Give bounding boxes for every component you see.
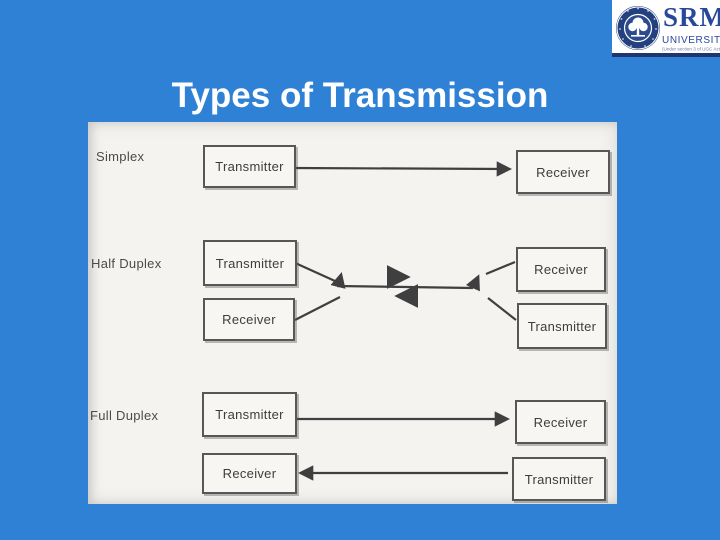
simplex-arrow xyxy=(291,161,513,177)
box-full-duplex-transmitter-right: Transmitter xyxy=(512,457,606,501)
row-label-full-duplex: Full Duplex xyxy=(90,408,159,423)
box-simplex-transmitter: Transmitter xyxy=(203,145,296,188)
box-half-duplex-transmitter-left: Transmitter xyxy=(203,240,297,286)
box-full-duplex-receiver-right: Receiver xyxy=(515,400,606,444)
half-duplex-left-switch-arrow xyxy=(330,272,346,289)
box-full-duplex-transmitter-left: Transmitter xyxy=(202,392,297,437)
box-half-duplex-receiver-left: Receiver xyxy=(203,298,295,341)
slide-title: Types of Transmission xyxy=(171,76,549,115)
box-full-duplex-receiver-left: Receiver xyxy=(202,453,297,494)
half-duplex-right-bottom-wire xyxy=(487,297,517,321)
row-label-half-duplex: Half Duplex xyxy=(91,256,162,271)
tree-seal-icon xyxy=(615,3,661,58)
logo-subtitle: UNIVERSITY xyxy=(662,35,720,46)
box-half-duplex-transmitter-right: Transmitter xyxy=(517,303,607,349)
half-duplex-right-top-wire xyxy=(485,260,516,276)
logo-bottom-bar xyxy=(612,53,720,57)
row-label-simplex: Simplex xyxy=(96,149,145,164)
logo-tagline: (Under section 3 of UGC Act 1956) xyxy=(662,47,720,53)
half-duplex-channel xyxy=(336,284,474,290)
half-duplex-left-bottom-wire xyxy=(294,296,341,321)
box-half-duplex-receiver-right: Receiver xyxy=(516,247,606,292)
half-duplex-right-switch-arrow xyxy=(465,274,480,292)
transmission-diagram-image: Simplex Half Duplex Full Duplex Transmit… xyxy=(88,122,617,504)
university-logo: SRM UNIVERSITY (Under section 3 of UGC A… xyxy=(612,0,720,57)
box-simplex-receiver: Receiver xyxy=(516,150,610,194)
logo-name: SRM xyxy=(663,2,720,32)
half-duplex-left-top-wire xyxy=(292,260,336,283)
